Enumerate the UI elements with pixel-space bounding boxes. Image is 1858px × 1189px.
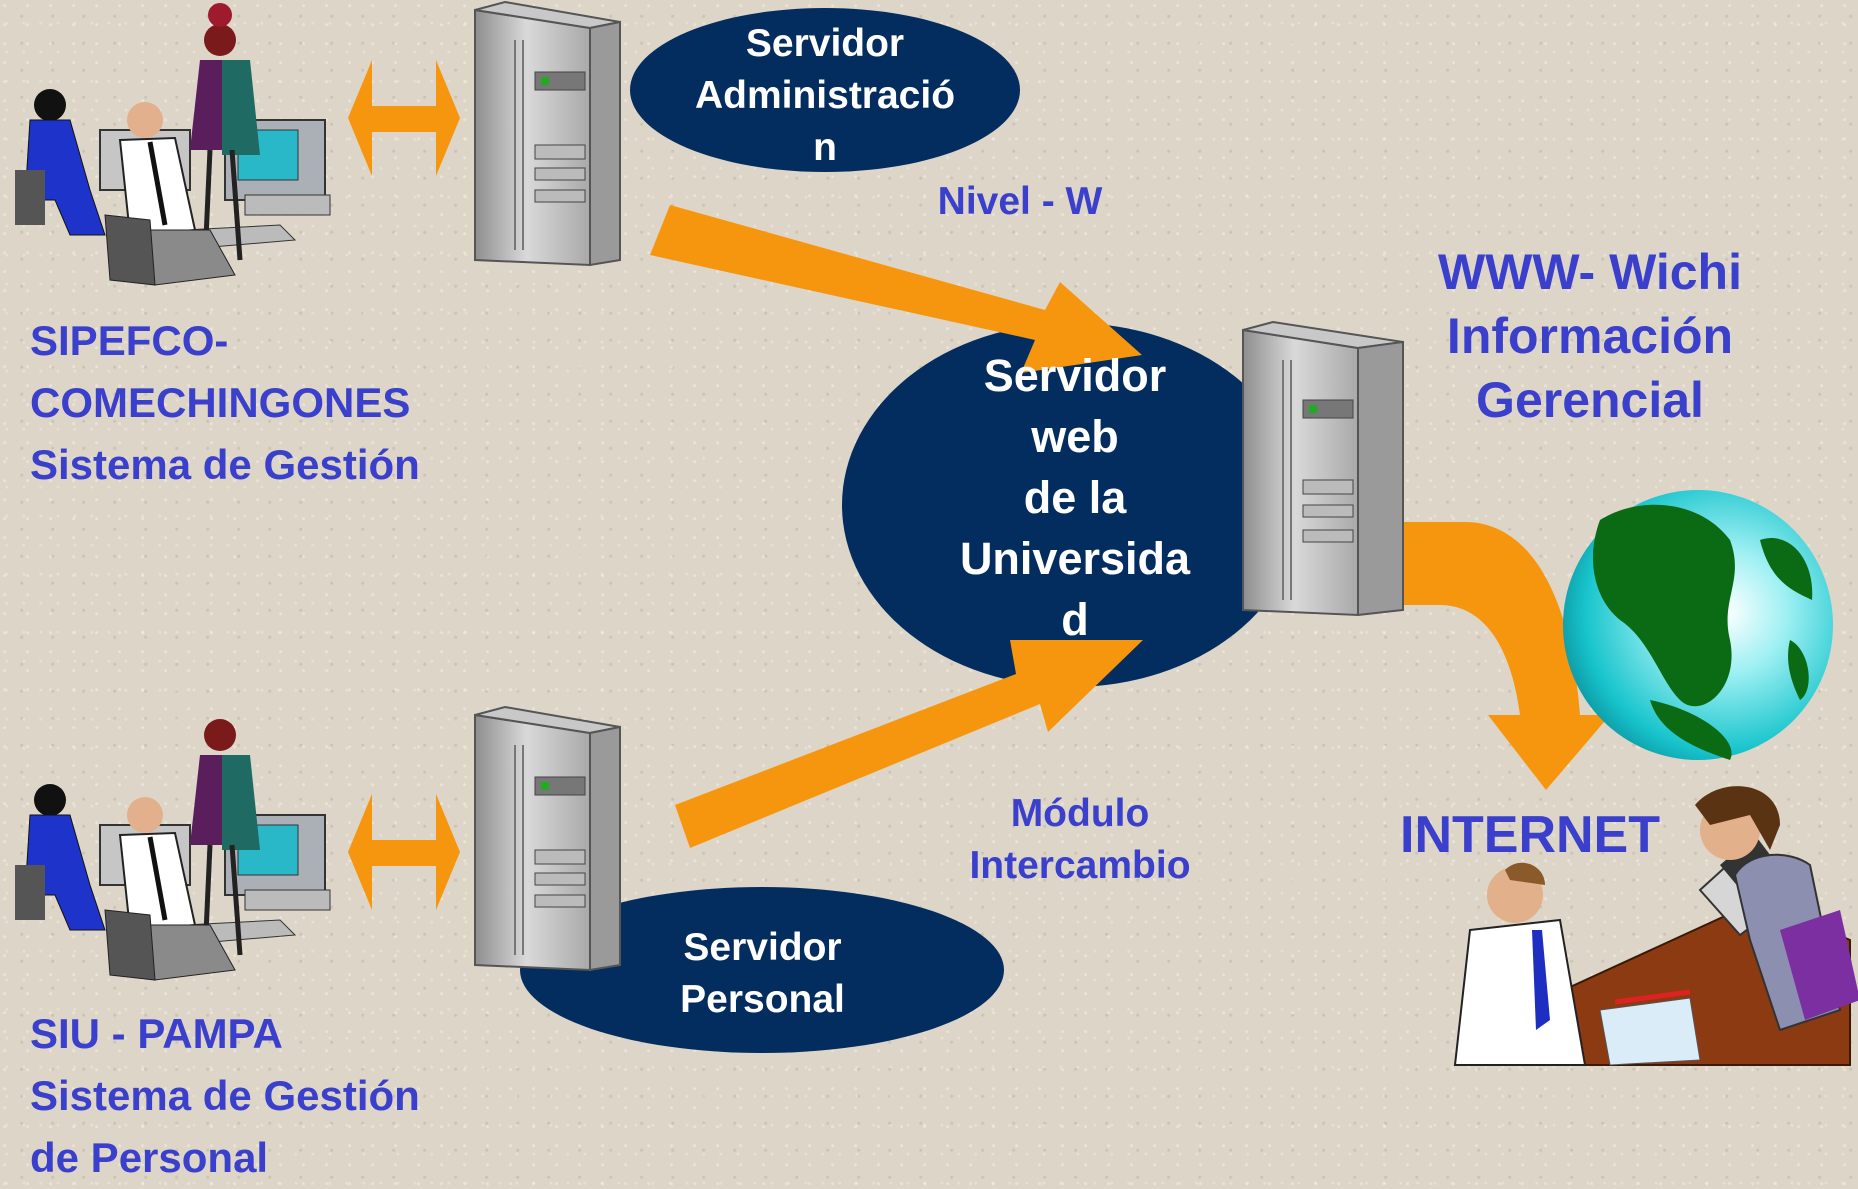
personal-server-label: Servidor Personal — [560, 922, 965, 1026]
tower-server-icon — [474, 0, 621, 267]
bottom-system-line: Sistema de Gestión — [30, 1072, 420, 1119]
tower-server-icon — [1242, 320, 1404, 617]
web-server-label: Servidor web de la Universida d — [900, 345, 1250, 645]
www-wichi-label: WWW- Wichi Información Gerencial — [1380, 240, 1800, 432]
top-system-label: SIPEFCO- COMECHINGONES Sistema de Gestió… — [30, 310, 420, 496]
bottom-system-line: SIU - PAMPA — [30, 1010, 283, 1057]
web-server-line: de la — [1023, 472, 1127, 523]
arrow-personal-to-web — [675, 640, 1143, 848]
admin-server-line: Administració — [694, 74, 956, 117]
www-line: Gerencial — [1476, 372, 1704, 428]
double-arrow-icon — [348, 60, 460, 176]
bottom-system-line: de Personal — [30, 1134, 269, 1181]
modulo-line: Módulo — [1010, 792, 1150, 835]
office-workers-icon — [15, 3, 331, 286]
admin-server-ellipse — [630, 8, 1020, 172]
office-workers-icon — [15, 719, 331, 981]
double-arrow-icon — [348, 794, 460, 910]
web-server-label-clip: Servidor web de la Universida d — [900, 345, 1250, 645]
business-meeting-icon — [1453, 786, 1858, 1066]
personal-server-line: Personal — [680, 978, 845, 1021]
bottom-system-label: SIU - PAMPA Sistema de Gestión de Person… — [30, 1003, 420, 1189]
web-server-ellipse — [842, 323, 1302, 687]
admin-server-line: n — [813, 126, 837, 169]
tower-server-icon — [474, 705, 621, 972]
www-line: WWW- Wichi — [1437, 244, 1742, 300]
web-server-line: Servidor — [983, 350, 1167, 401]
www-line: Información — [1446, 308, 1734, 364]
internet-label: INTERNET — [1400, 806, 1660, 864]
arrow-admin-to-web — [650, 205, 1142, 373]
personal-server-line: Servidor — [683, 926, 842, 969]
personal-server-ellipse — [520, 887, 1004, 1053]
web-server-line: Universida — [959, 533, 1191, 584]
web-server-line: web — [1031, 411, 1119, 462]
arrow-web-to-internet — [1395, 522, 1610, 790]
top-system-line: Sistema de Gestión — [30, 441, 420, 488]
web-server-line: d — [1061, 594, 1089, 645]
modulo-intercambio-label: Módulo Intercambio — [940, 788, 1220, 892]
globe-icon — [1563, 490, 1833, 760]
admin-server-label: Servidor Administració n — [630, 18, 1020, 174]
admin-server-line: Servidor — [745, 22, 905, 65]
nivel-w-label: Nivel - W — [937, 180, 1103, 223]
top-system-line: SIPEFCO- — [30, 317, 229, 364]
modulo-line: Intercambio — [969, 844, 1191, 887]
top-system-line: COMECHINGONES — [30, 379, 411, 426]
